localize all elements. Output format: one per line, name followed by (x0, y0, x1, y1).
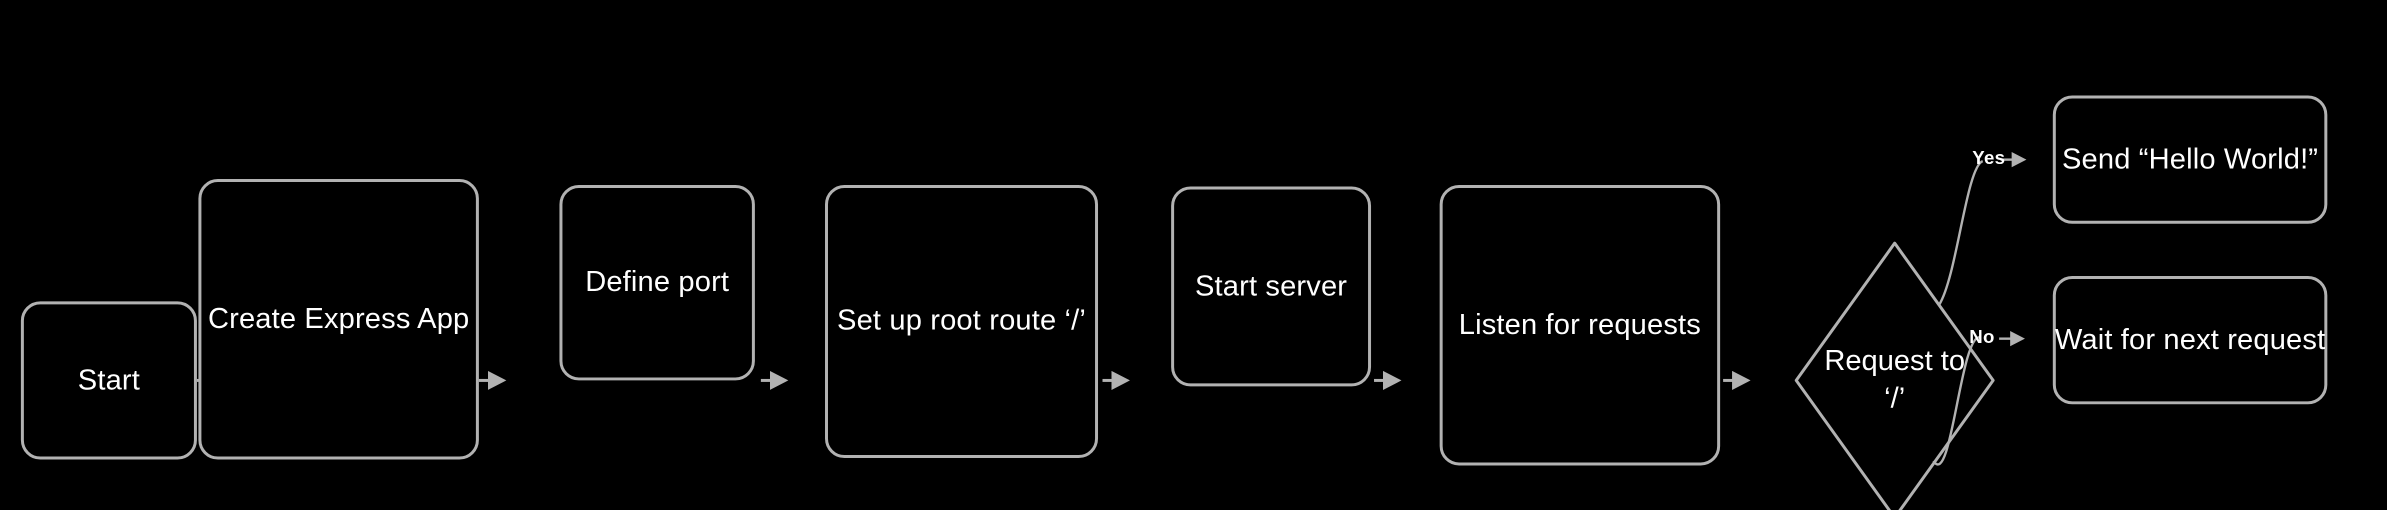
node-create-express-app-label: Create Express App (207, 302, 470, 336)
edge-label-no: No (1969, 326, 1995, 348)
node-start-server-label: Start server (1194, 269, 1348, 303)
node-start-server[interactable]: Start server (1171, 186, 1372, 387)
edge-label-yes: Yes (1972, 147, 2006, 169)
node-create-express-app[interactable]: Create Express App (198, 179, 479, 460)
node-define-port-label: Define port (585, 266, 730, 299)
node-define-port[interactable]: Define port (559, 184, 755, 381)
node-start-label: Start (77, 363, 141, 397)
node-root-route[interactable]: Set up root route ‘/’ (825, 184, 1099, 459)
node-send-hello-world[interactable]: Send “Hello World!” (2052, 95, 2328, 224)
node-wait-for-next-request[interactable]: Wait for next request (2052, 275, 2328, 405)
node-send-hello-world-label: Send “Hello World!” (2062, 142, 2319, 176)
node-root-route-label: Set up root route ‘/’ (837, 304, 1086, 338)
node-wait-for-next-request-label: Wait for next request (2054, 323, 2326, 357)
node-start[interactable]: Start (20, 301, 197, 460)
node-decision-label: Request to ‘/’ (1824, 344, 1966, 415)
node-listen-for-requests-label: Listen for requests (1458, 308, 1701, 342)
node-decision-request-to-root[interactable]: Request to ‘/’ (1796, 243, 1993, 510)
node-listen-for-requests[interactable]: Listen for requests (1439, 184, 1721, 466)
